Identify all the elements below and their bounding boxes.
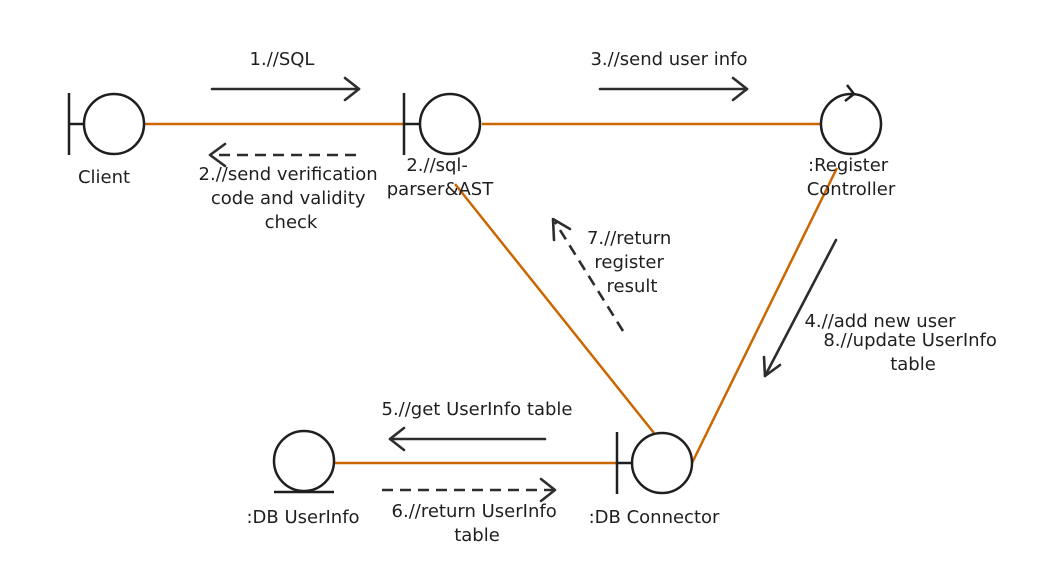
register-controller-label: :Register Controller	[807, 155, 896, 200]
message-6-label: 6.//return UserInfo table	[392, 501, 563, 546]
db-userinfo-label: :DB UserInfo	[246, 507, 359, 528]
message-2-label: 2.//send verification code and validity …	[199, 164, 384, 233]
message-5-label: 5.//get UserInfo table	[382, 399, 573, 420]
links	[145, 122, 839, 465]
db-connector-boundary-object[interactable]	[615, 431, 694, 495]
link-parser-connector	[454, 183, 655, 434]
db-connector-label: :DB Connector	[589, 507, 720, 528]
message-1-label: 1.//SQL	[250, 49, 315, 70]
link-controller-connector	[690, 167, 839, 464]
message-arrows	[208, 76, 838, 503]
message-8-label: 8.//update UserInfo table	[823, 330, 1002, 375]
sql-parser-label: 2.//sql- parser&AST	[387, 155, 494, 200]
message-7-label: 7.//return register result	[587, 228, 677, 297]
client-label: Client	[78, 167, 130, 188]
message-4-arrow	[763, 238, 838, 378]
message-4-label: 4.//add new user	[804, 311, 956, 332]
register-controller-control-object[interactable]	[819, 84, 883, 156]
client-boundary-object[interactable]	[67, 92, 146, 156]
db-userinfo-entity-object[interactable]	[272, 429, 336, 494]
message-7-arrow	[553, 221, 625, 332]
sql-parser-boundary-object[interactable]	[402, 92, 482, 156]
message-3-label: 3.//send user info	[590, 49, 747, 70]
